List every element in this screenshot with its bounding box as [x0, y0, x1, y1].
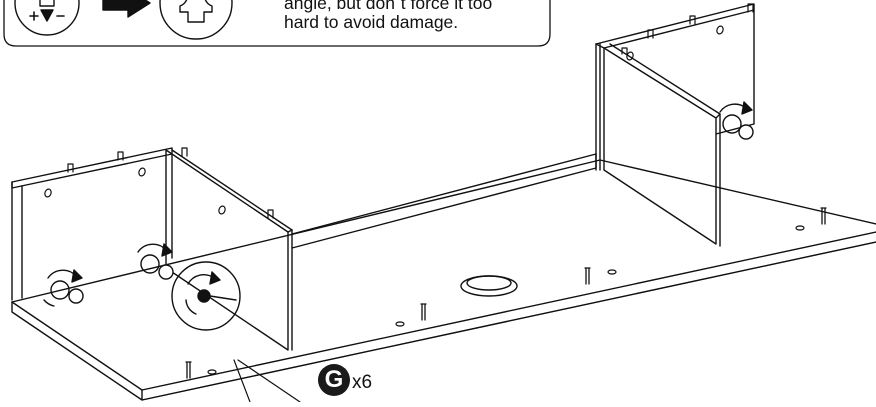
part-quantity: x6	[352, 372, 373, 393]
back-rail	[291, 153, 597, 249]
cam-bolts	[185, 207, 827, 379]
instruction-text: angle, but don´t force it too hard to av…	[284, 0, 554, 32]
instruction-line: angle, but don´t force it too	[284, 0, 493, 13]
right-side-panel	[595, 3, 755, 135]
screw-holes	[44, 25, 805, 375]
phillips-screw-head-icon	[159, 0, 233, 40]
instruction-line: hard to avoid damage.	[284, 12, 459, 32]
leader-line	[233, 359, 301, 403]
dowel-pins	[67, 3, 754, 219]
right-divider-panel	[603, 47, 717, 245]
cam-lock-turn-icon	[43, 101, 754, 307]
phillips-screwdriver-icon	[14, 0, 80, 36]
bottom-panel-front-edge	[11, 231, 876, 391]
bottom-panel-top	[11, 159, 876, 303]
right-arrow-icon	[102, 0, 151, 18]
part-letter-badge: G	[318, 364, 350, 396]
cam-lock-detail	[171, 261, 241, 331]
left-side-panel	[11, 147, 173, 301]
left-divider-panel	[165, 149, 289, 351]
instruction-box	[3, 0, 551, 47]
